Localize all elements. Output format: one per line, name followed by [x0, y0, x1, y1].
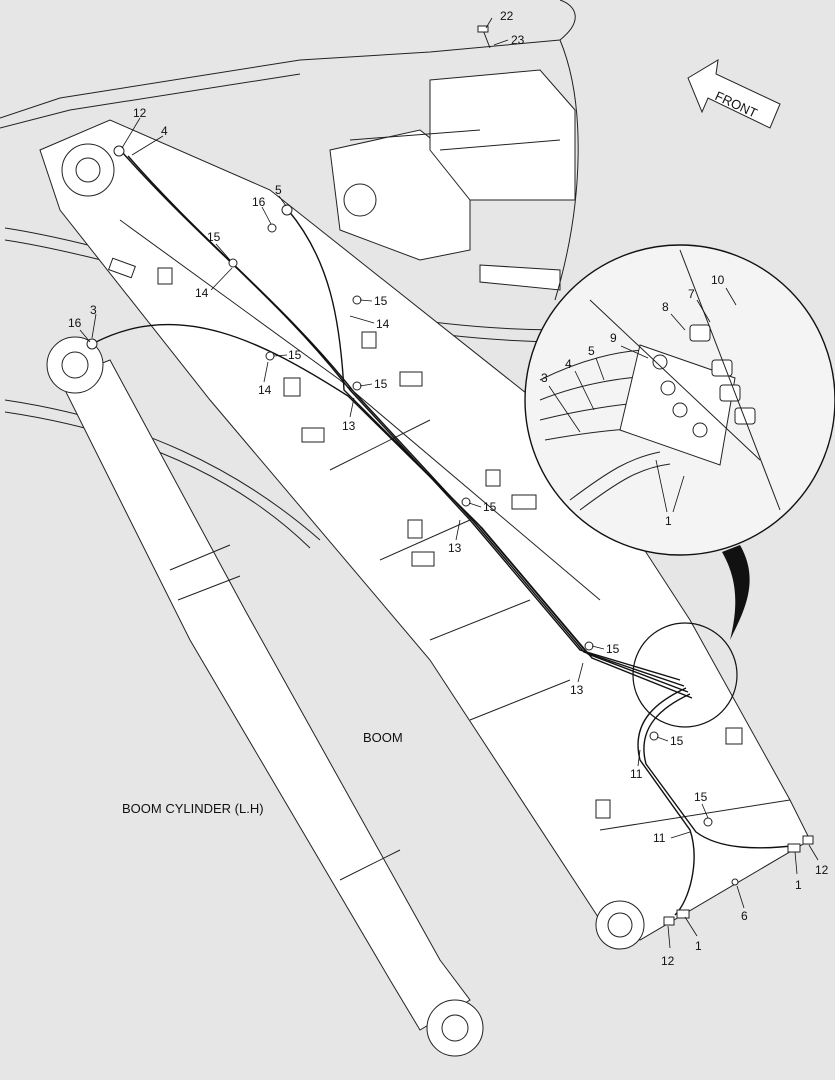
callout-labels: 22 23 12 4 5 16 15 14 15 14 3 16 15 14 1…: [68, 9, 829, 968]
callout-13: 13: [570, 683, 584, 697]
callout-12: 12: [815, 863, 829, 877]
callout-23: 23: [511, 33, 525, 47]
clamps: [86, 145, 814, 926]
bolt-22-23: [477, 17, 509, 49]
callout-5: 5: [275, 183, 282, 197]
detail-target-circle: [632, 622, 738, 728]
callout-6: 6: [741, 909, 748, 923]
detail-callout-5: 5: [588, 344, 595, 358]
callout-15: 15: [374, 377, 388, 391]
boom-label: BOOM: [363, 730, 403, 745]
callout-15: 15: [670, 734, 684, 748]
callout-15: 15: [288, 348, 302, 362]
boom-cylinder-label: BOOM CYLINDER (L.H): [122, 801, 264, 816]
callout-11: 11: [630, 767, 643, 781]
detail-callout-1: 1: [665, 514, 672, 528]
callout-22: 22: [500, 9, 514, 23]
callout-16: 16: [252, 195, 266, 209]
callout-11: 11: [653, 831, 666, 845]
front-arrow-icon: FRONT: [687, 59, 781, 129]
callout-14: 14: [258, 383, 272, 397]
detail-callout-3: 3: [541, 371, 548, 385]
detail-pointer: [722, 545, 750, 640]
callout-4: 4: [161, 124, 168, 138]
callout-16: 16: [68, 316, 82, 330]
callout-15: 15: [606, 642, 620, 656]
hose-bundle: [95, 151, 801, 916]
upper-structure: [0, 39, 579, 549]
detail-callout-7: 7: [688, 287, 695, 301]
callout-15: 15: [694, 790, 708, 804]
callout-1: 1: [795, 878, 802, 892]
callout-13: 13: [448, 541, 462, 555]
leader-lines: [79, 117, 819, 949]
callout-3: 3: [90, 303, 97, 317]
callout-12: 12: [133, 106, 147, 120]
callout-1: 1: [695, 939, 702, 953]
callout-14: 14: [195, 286, 209, 300]
callout-13: 13: [342, 419, 356, 433]
callout-12: 12: [661, 954, 675, 968]
detail-callout-10: 10: [711, 273, 725, 287]
detail-callout-9: 9: [610, 331, 617, 345]
callout-15: 15: [483, 500, 497, 514]
callout-15: 15: [374, 294, 388, 308]
detail-callout-4: 4: [565, 357, 572, 371]
boom-cylinder: [46, 336, 484, 1057]
callout-15: 15: [207, 230, 221, 244]
detail-callout-8: 8: [662, 300, 669, 314]
callout-14: 14: [376, 317, 390, 331]
detail-view: [524, 244, 835, 556]
